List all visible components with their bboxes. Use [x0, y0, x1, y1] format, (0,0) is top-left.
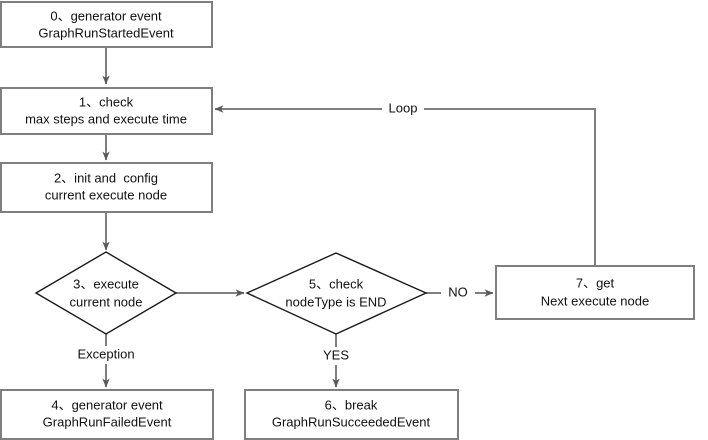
node-4-line2: GraphRunFailedEvent: [43, 414, 172, 429]
exception-label-bg: [68, 346, 144, 364]
no-label-bg: [441, 284, 475, 302]
edge-label-loop: Loop: [389, 100, 418, 115]
node-2-line2: current execute node: [45, 187, 167, 202]
node-1-line2: max steps and execute time: [25, 111, 187, 126]
node-7-line2: Next execute node: [541, 293, 649, 308]
node-0-shape[interactable]: [0, 1, 213, 48]
node-4-line1: 4、generator event: [51, 397, 163, 412]
node-6-line1: 6、break: [325, 397, 378, 412]
node-6-break-graphrunsucceededevent[interactable]: 6、break GraphRunSucceededEvent: [244, 389, 459, 440]
node-7-shape[interactable]: [495, 265, 695, 320]
edge-label-no: NO: [448, 284, 468, 299]
loop-label-bg: [382, 100, 424, 118]
edge-label-yes: YES: [323, 347, 349, 362]
node-6-line2: GraphRunSucceededEvent: [272, 414, 431, 429]
node-7-line1: 7、get: [576, 275, 615, 290]
node-7-get-next-execute-node[interactable]: 7、get Next execute node: [495, 265, 695, 320]
edge-label-exception: Exception: [77, 346, 134, 361]
node-3-shape[interactable]: [34, 251, 178, 335]
node-4-generator-event-graphrunfailedevent[interactable]: 4、generator event GraphRunFailedEvent: [0, 389, 214, 440]
node-1-line1: 1、check: [79, 94, 134, 109]
node-0-line1: 0、generator event: [50, 8, 162, 23]
node-2-init-and-config-current-execute-node[interactable]: 2、init and config current execute node: [0, 162, 213, 213]
node-0-generator-event-graphrunstartedevent[interactable]: 0、generator event GraphRunStartedEvent: [0, 1, 213, 48]
node-2-line1: 2、init and config: [54, 170, 158, 185]
node-3-line1: 3、execute: [73, 276, 139, 291]
node-4-shape[interactable]: [0, 389, 214, 440]
node-3-line2: current node: [70, 294, 143, 309]
node-1-shape[interactable]: [0, 87, 213, 135]
node-2-shape[interactable]: [0, 162, 213, 213]
node-6-shape[interactable]: [244, 389, 459, 440]
yes-label-bg: [316, 347, 356, 365]
node-0-line2: GraphRunStartedEvent: [38, 25, 174, 40]
node-5-line2: nodeType is END: [285, 294, 386, 309]
node-3-execute-current-node[interactable]: 3、execute current node: [34, 251, 178, 335]
node-5-check-nodetype-is-end[interactable]: 5、check nodeType is END: [245, 252, 428, 335]
node-5-line1: 5、check: [309, 276, 364, 291]
node-1-check-max-steps-and-execute-time[interactable]: 1、check max steps and execute time: [0, 87, 213, 135]
edge-n7-to-n1-loop: [214, 105, 596, 266]
node-5-shape[interactable]: [245, 252, 428, 335]
